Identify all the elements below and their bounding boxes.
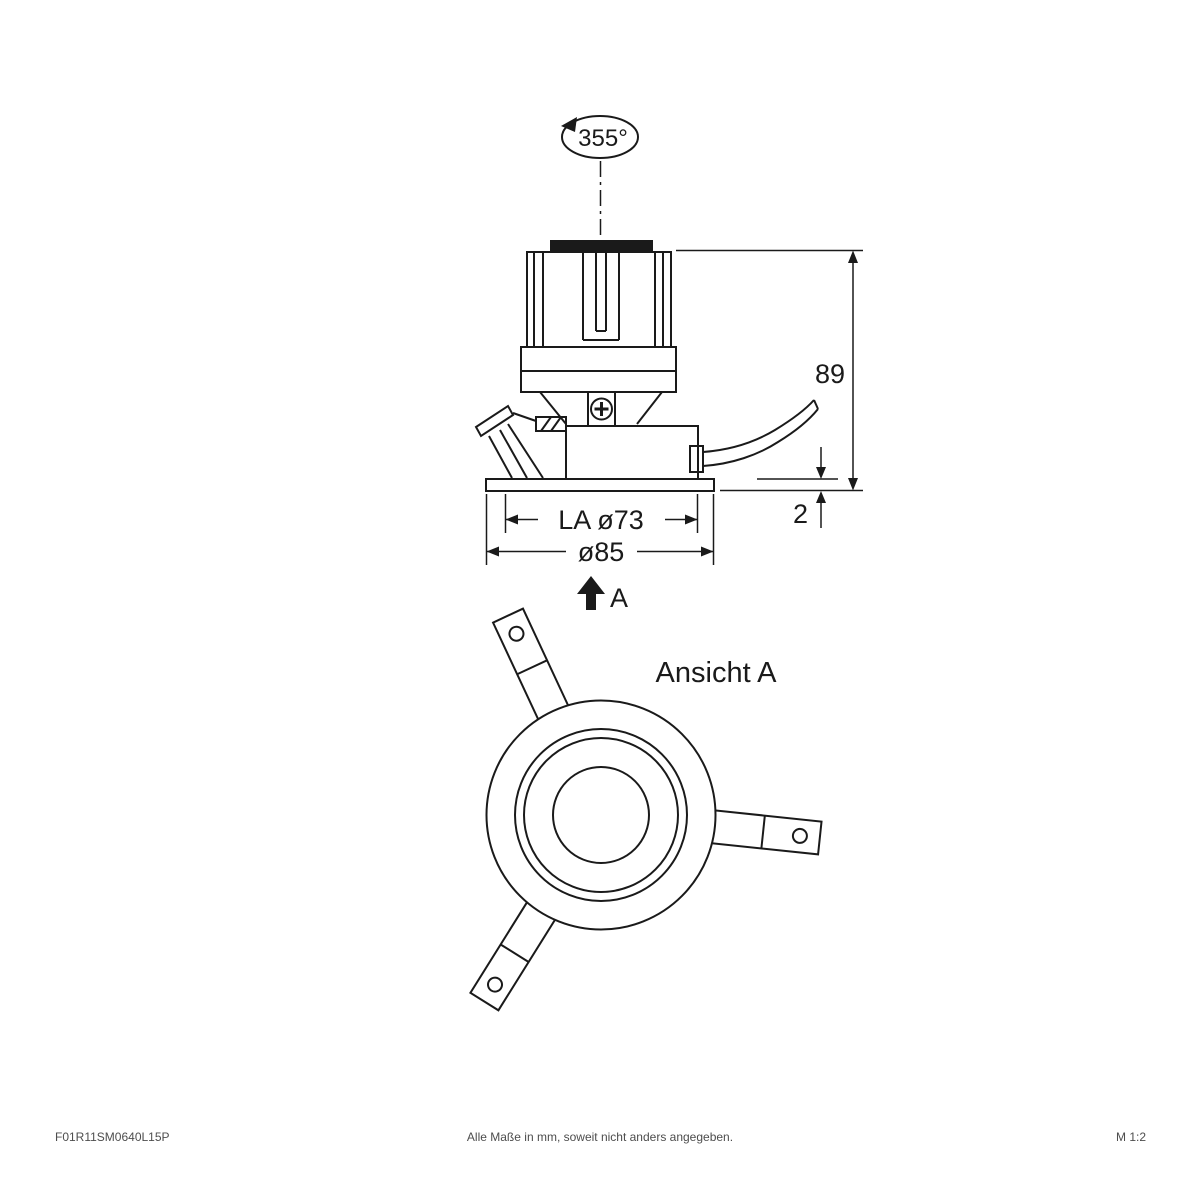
screw-icon xyxy=(590,397,613,421)
clip-hole xyxy=(487,976,504,993)
bottom-view-title: Ansicht A xyxy=(656,657,778,689)
arrowhead-left-icon xyxy=(505,514,518,525)
rotation-indicator: 355° xyxy=(561,115,639,159)
dimension-height-label: 89 xyxy=(815,359,845,389)
trim-inner-ring xyxy=(514,728,688,902)
dimension-recess-depth-label: 2 xyxy=(793,499,808,529)
mounting-clip-right xyxy=(697,807,823,856)
arrowhead-up-icon xyxy=(816,491,826,503)
arrowhead-down-icon xyxy=(816,467,826,479)
flange xyxy=(485,478,715,492)
rotation-ellipse xyxy=(561,115,639,159)
view-direction-label: A xyxy=(610,583,628,613)
dimension-outer-diameter: ø85 xyxy=(485,494,715,567)
arrowhead-left-icon xyxy=(486,546,499,557)
scale-label: M 1:2 xyxy=(1116,1130,1146,1144)
lamp-cap xyxy=(550,240,653,252)
arrowhead-right-icon xyxy=(685,514,698,525)
rotation-arrowhead-icon xyxy=(561,117,577,132)
arrowhead-down-icon xyxy=(848,478,858,491)
gimbal-band xyxy=(520,346,677,393)
dimension-outer-diameter-label: ø85 xyxy=(578,537,625,567)
heatsink-housing xyxy=(526,251,672,348)
lamp-opening-circle xyxy=(552,766,650,864)
spring-clip xyxy=(474,404,567,479)
footer: F01R11SM0640L15P Alle Maße in mm, soweit… xyxy=(55,1130,1146,1144)
connection-cable xyxy=(689,399,819,473)
side-view xyxy=(474,240,819,492)
dimension-cutout-label: LA ø73 xyxy=(558,505,644,535)
trim-outer-circle xyxy=(485,699,717,931)
rotation-angle-label: 355° xyxy=(578,125,628,152)
bottom-view xyxy=(469,607,823,1012)
recessed-can xyxy=(565,425,699,480)
dimension-cutout: LA ø73 xyxy=(504,494,699,535)
arrowhead-right-icon xyxy=(701,546,714,557)
clip-hole xyxy=(508,625,525,642)
dimension-height: 89 xyxy=(676,249,863,492)
arrowhead-up-icon xyxy=(848,250,858,263)
clip-hole xyxy=(791,827,808,844)
dimension-recess-depth: 2 xyxy=(757,447,838,529)
view-arrow-icon xyxy=(577,576,605,594)
view-direction-indicator: A xyxy=(577,576,628,613)
reflector-ring xyxy=(523,737,679,893)
footer-note: Alle Maße in mm, soweit nicht anders ang… xyxy=(467,1130,733,1144)
article-number: F01R11SM0640L15P xyxy=(55,1130,170,1144)
